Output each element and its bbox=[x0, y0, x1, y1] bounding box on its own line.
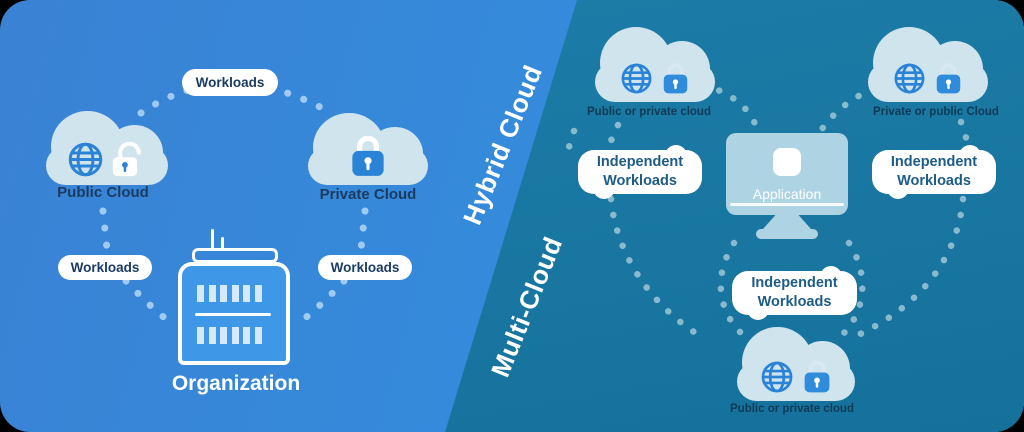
workloads-pill-top-label: Workloads bbox=[195, 75, 265, 90]
workloads-pill-left: Workloads bbox=[58, 255, 152, 280]
building-windows-row bbox=[197, 327, 262, 344]
public-cloud-label: Public Cloud bbox=[57, 184, 149, 201]
cloud-top-right-label: Private or public Cloud bbox=[873, 106, 999, 118]
cloud-bottom-label: Public or private cloud bbox=[730, 403, 854, 415]
pill-line1: Independent bbox=[890, 154, 978, 170]
cloud-base bbox=[868, 62, 988, 102]
building-divider bbox=[195, 313, 271, 316]
organization-building-icon bbox=[165, 226, 305, 376]
cloud-icons bbox=[595, 59, 715, 95]
building-windows-row bbox=[197, 285, 262, 302]
multicloud-bottom-cloud-icon bbox=[737, 326, 855, 401]
antenna-icon bbox=[221, 237, 224, 251]
closed-padlock-icon bbox=[352, 136, 384, 177]
building-roof bbox=[192, 248, 278, 263]
workloads-pill-right-label: Workloads bbox=[330, 260, 400, 275]
workloads-pill-left-label: Workloads bbox=[70, 260, 140, 275]
cloud-base bbox=[737, 362, 855, 401]
closed-padlock-icon bbox=[663, 63, 687, 94]
private-cloud-icon bbox=[308, 112, 428, 185]
window bbox=[197, 327, 204, 344]
application-label: Application bbox=[752, 186, 822, 202]
multicloud-top-right-cloud-icon bbox=[868, 26, 988, 102]
workloads-pill-right: Workloads bbox=[318, 255, 412, 280]
workloads-pill-top: Workloads bbox=[182, 69, 278, 96]
cloud-icons bbox=[868, 59, 988, 95]
antenna-icon bbox=[211, 229, 214, 251]
pill-line2: Workloads bbox=[603, 173, 677, 189]
pill-line2: Workloads bbox=[757, 294, 832, 310]
independent-workloads-pill-bottom: Independent Workloads bbox=[732, 266, 857, 320]
dotted-line-public-to-pill bbox=[99, 207, 111, 253]
cloud-base bbox=[46, 146, 168, 185]
globe-icon bbox=[894, 63, 924, 94]
window bbox=[220, 327, 227, 344]
public-cloud-icon bbox=[46, 110, 168, 185]
private-cloud-label: Private Cloud bbox=[319, 186, 417, 203]
window bbox=[243, 285, 250, 302]
window bbox=[208, 285, 216, 302]
window bbox=[208, 327, 216, 344]
private-cloud-icons bbox=[308, 130, 428, 178]
organization-label: Organization bbox=[171, 372, 301, 395]
pill-line1: Independent bbox=[596, 154, 684, 170]
globe-icon bbox=[761, 361, 792, 393]
application-monitor-icon: Application bbox=[726, 133, 848, 239]
cloud-icons bbox=[737, 356, 855, 394]
public-cloud-icons bbox=[46, 131, 168, 178]
monitor-stand-neck bbox=[763, 215, 811, 229]
window bbox=[243, 327, 250, 344]
globe-icon bbox=[621, 63, 651, 94]
cloud-top-left-label: Public or private cloud bbox=[587, 106, 711, 118]
monitor-bezel-line bbox=[730, 203, 844, 206]
app-square-icon bbox=[773, 148, 801, 176]
building-body bbox=[178, 262, 290, 365]
dotted-line-private-to-pill bbox=[357, 207, 369, 253]
cloud-base bbox=[595, 62, 715, 102]
pill-line1: Independent bbox=[751, 275, 838, 291]
globe-icon bbox=[68, 143, 103, 177]
window bbox=[220, 285, 227, 302]
independent-workloads-pill-left: Independent Workloads bbox=[578, 145, 702, 199]
window bbox=[231, 285, 239, 302]
multicloud-top-left-cloud-icon bbox=[595, 26, 715, 102]
open-padlock-icon bbox=[112, 141, 141, 177]
closed-padlock-icon bbox=[804, 360, 829, 393]
window bbox=[254, 327, 262, 344]
window bbox=[197, 285, 204, 302]
closed-padlock-icon bbox=[936, 63, 960, 94]
pill-line2: Workloads bbox=[897, 173, 971, 189]
independent-workloads-pill-right: Independent Workloads bbox=[872, 145, 996, 199]
window bbox=[231, 327, 239, 344]
monitor-stand-base bbox=[756, 229, 818, 239]
window bbox=[254, 285, 262, 302]
